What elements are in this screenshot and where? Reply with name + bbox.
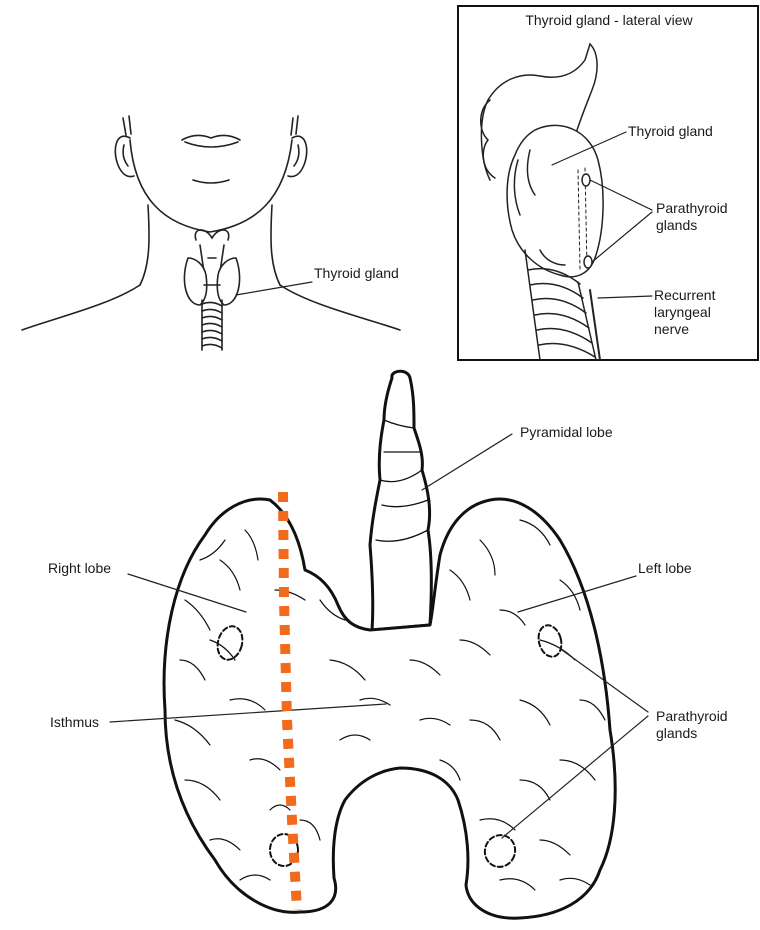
- neck-illustration: [22, 116, 400, 350]
- pyramidal-lobe-label: Pyramidal lobe: [520, 424, 613, 441]
- inset-title: Thyroid gland - lateral view: [460, 12, 758, 28]
- pyramidal-lobe-shape: [370, 371, 431, 630]
- thyroid-main-view: [110, 371, 648, 918]
- neck-thyroid-label: Thyroid gland: [314, 265, 399, 282]
- inset-nerve-label: Recurrent laryngeal nerve: [654, 287, 744, 338]
- inset-parathyroid-label: Parathyroid glands: [656, 200, 756, 234]
- left-lobe-label: Left lobe: [638, 560, 692, 577]
- inset-thyroid-label: Thyroid gland: [628, 123, 713, 140]
- right-lobe-label: Right lobe: [48, 560, 111, 577]
- isthmus-label: Isthmus: [50, 714, 99, 731]
- parathyroid-label: Parathyroid glands: [656, 708, 756, 742]
